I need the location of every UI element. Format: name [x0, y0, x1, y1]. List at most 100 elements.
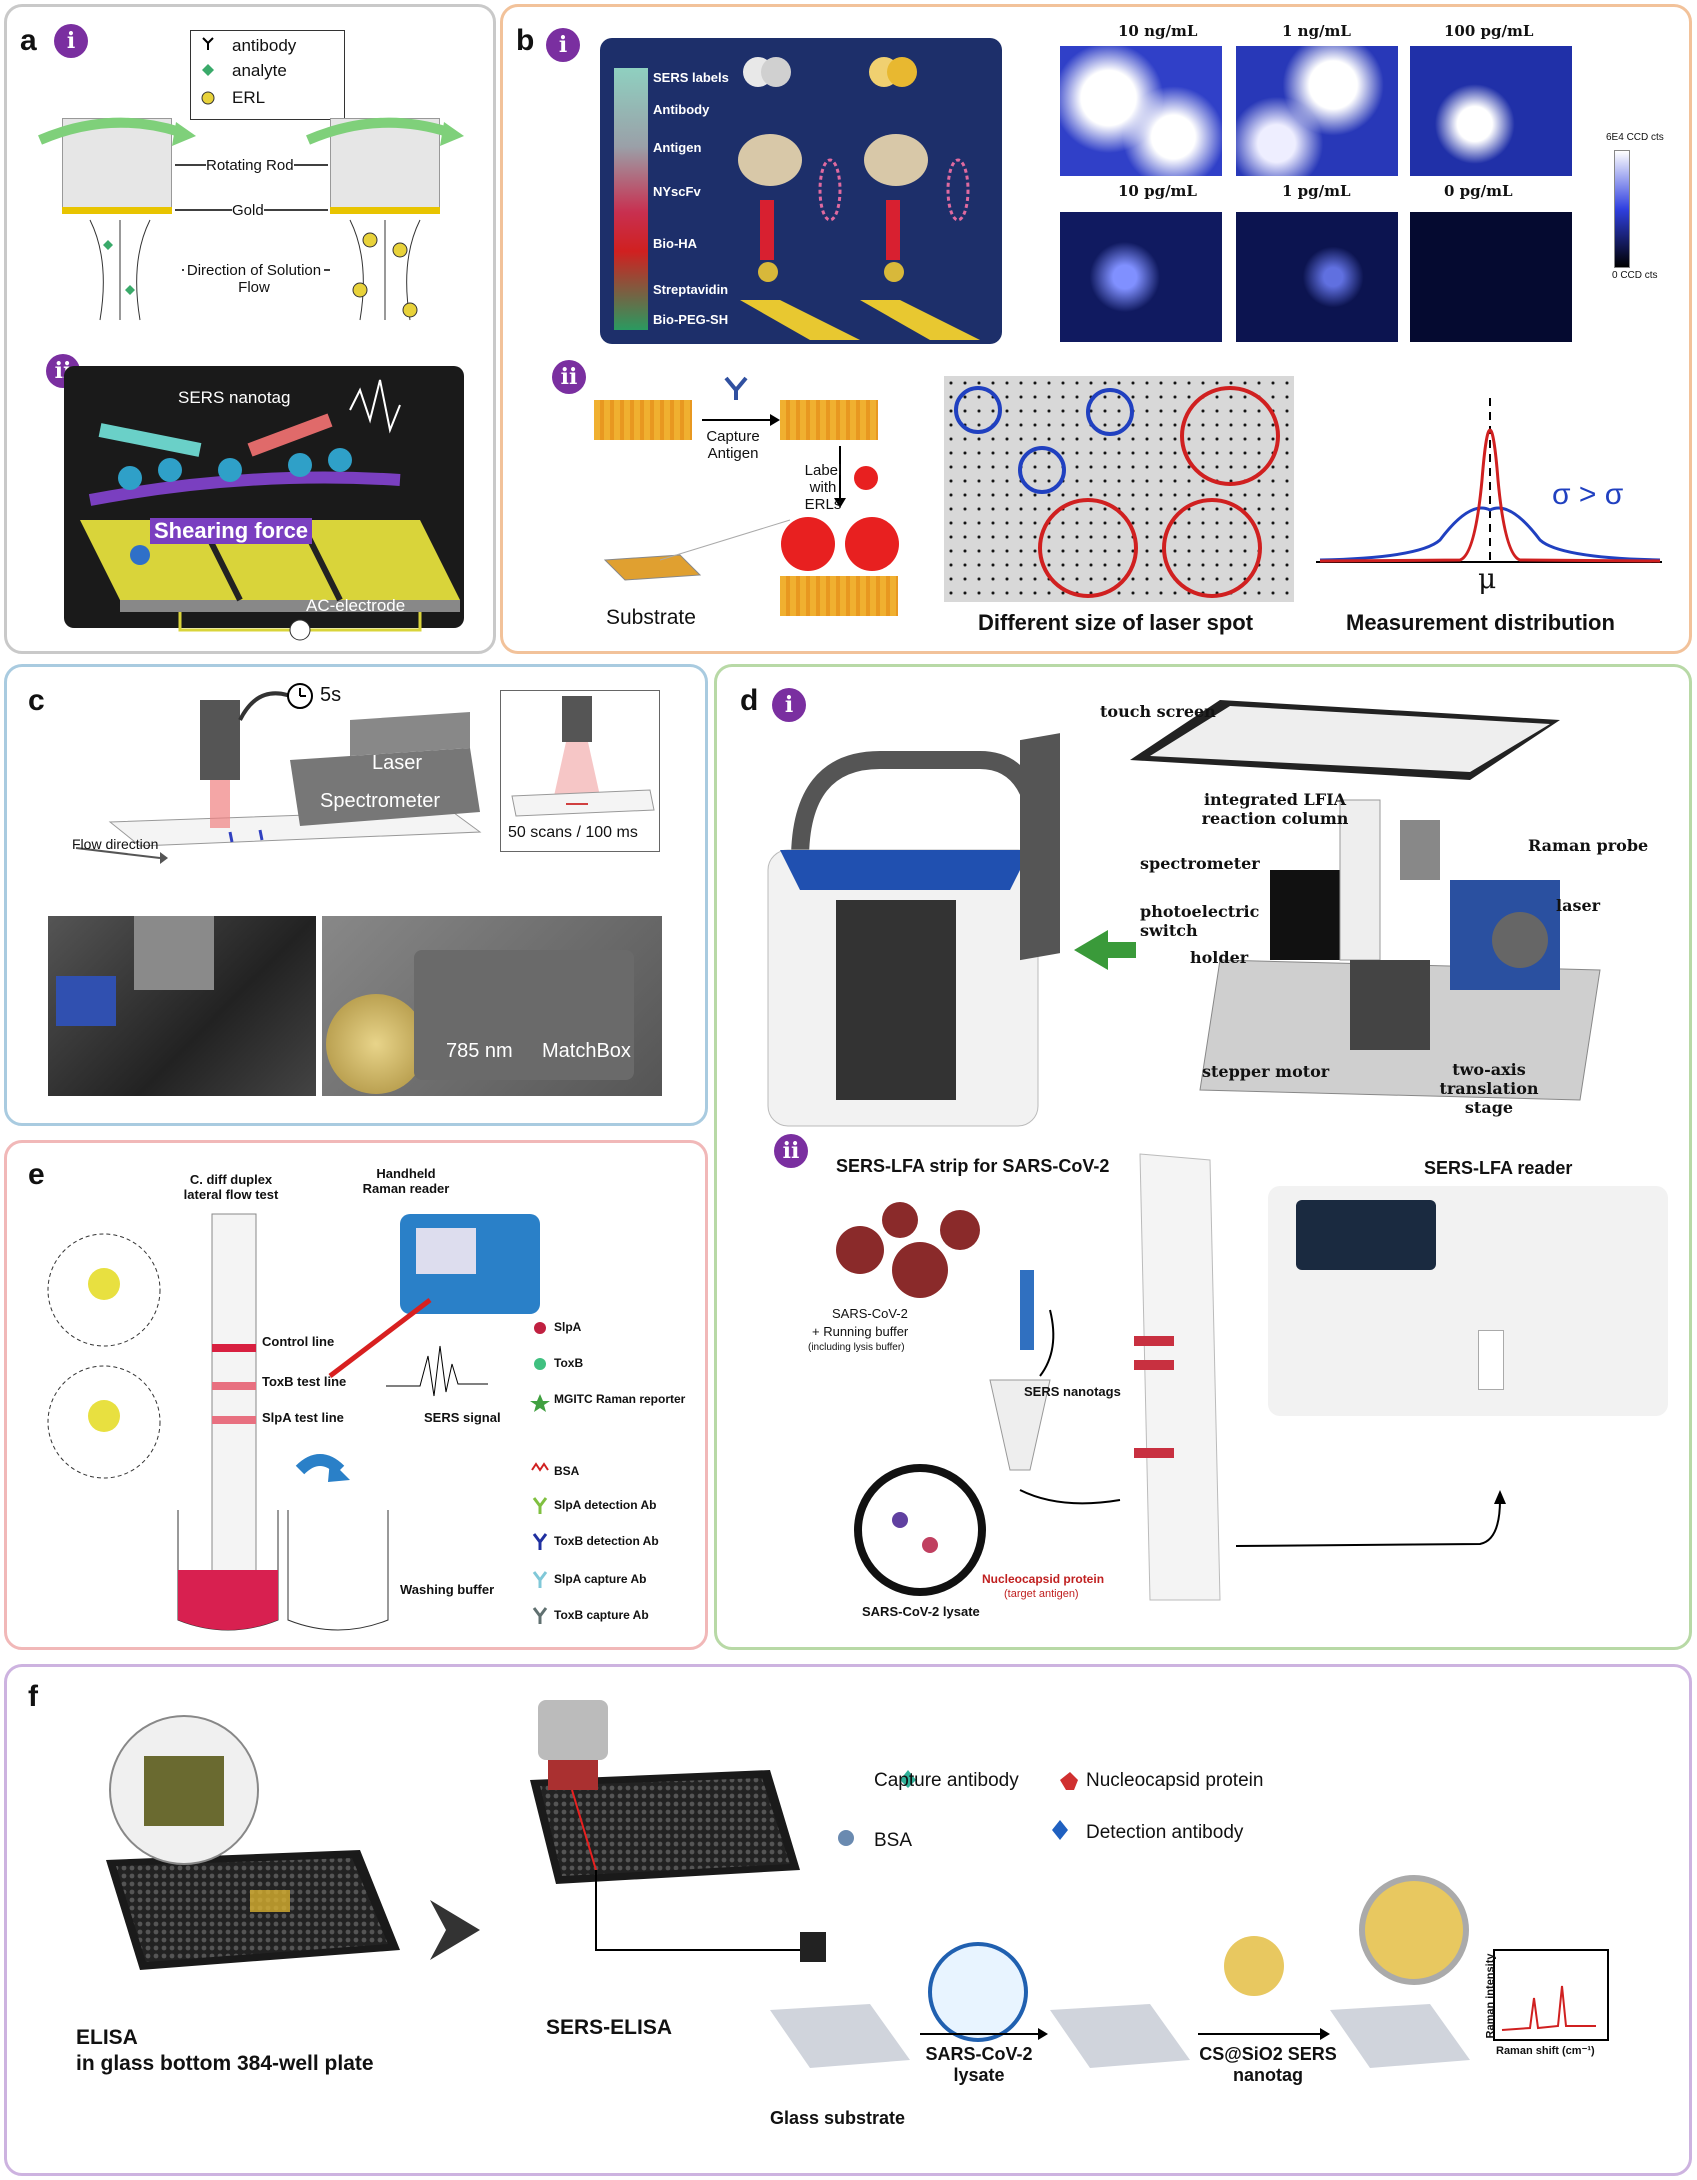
- flow-label: Direction of Solution Flow: [184, 262, 324, 296]
- legend-toxb: ToxB: [554, 1356, 583, 1370]
- plate-label: in glass bottom 384-well plate: [76, 2052, 374, 2076]
- assay-gradient-bar: [614, 68, 648, 330]
- slpa-line-label: SlpA test line: [262, 1410, 344, 1425]
- time-label: 5s: [320, 684, 341, 707]
- legend-slpa: SlpA: [554, 1320, 581, 1334]
- layer-antigen: Antigen: [653, 140, 701, 155]
- panel-label-a: a: [20, 24, 37, 58]
- gold-left: [62, 207, 172, 214]
- sars-cov-2-label: SARS-CoV-2: [832, 1306, 908, 1321]
- laser-box-label: Laser: [372, 752, 422, 775]
- lateral-flow-title: C. diff duplex lateral flow test: [176, 1172, 286, 1202]
- flow-direction-label: Flow direction: [72, 836, 158, 852]
- matchbox-label: MatchBox: [542, 1040, 631, 1063]
- legend-toxb-detection: ToxB detection Ab: [554, 1534, 659, 1548]
- shearing-force-label: Shearing force: [150, 518, 312, 544]
- target-antigen-label: (target antigen): [1004, 1588, 1079, 1600]
- lfa-reader-slot: [1478, 1330, 1504, 1390]
- holder-label: holder: [1190, 948, 1248, 967]
- legend-mgitc: MGITC Raman reporter: [554, 1392, 685, 1406]
- raman-map-10ng: [1060, 46, 1222, 176]
- layer-nyscfv: NYscFv: [653, 184, 701, 199]
- ac-electrode-label: AC-electrode: [306, 596, 405, 616]
- cs-sio2-nanotag-label: CS@SiO2 SERS nanotag: [1198, 2044, 1338, 2086]
- raman-map-0pg: [1410, 212, 1572, 342]
- legend-antibody: antibody: [232, 36, 296, 56]
- legend-capture-antibody: Capture antibody: [874, 1770, 1019, 1792]
- toxb-line-label: ToxB test line: [262, 1374, 346, 1389]
- layer-streptavidin: Streptavidin: [653, 282, 728, 297]
- label-erls-label: Label with ERLs: [790, 462, 856, 513]
- d-subpanel-i-badge: i: [772, 688, 806, 722]
- scale-bottom-label: 0 CCD cts: [1612, 270, 1658, 281]
- conc-100pg: 100 pg/mL: [1444, 22, 1533, 40]
- panel-label-d: d: [740, 684, 758, 718]
- raman-map-100pg: [1410, 46, 1572, 176]
- gold-label: Gold: [232, 202, 264, 219]
- sers-elisa-label: SERS-ELISA: [546, 2016, 672, 2040]
- raman-shift-label: Raman shift (cm⁻¹): [1496, 2044, 1595, 2057]
- panel-label-f: f: [28, 1680, 38, 1714]
- control-line-label: Control line: [262, 1334, 334, 1349]
- lfa-reader-title: SERS-LFA reader: [1424, 1158, 1572, 1179]
- raman-map-1ng: [1236, 46, 1398, 176]
- substrate-label: Substrate: [606, 606, 696, 630]
- legend-slpa-capture: SlpA capture Ab: [554, 1572, 646, 1586]
- lysis-buffer-label: (including lysis buffer): [808, 1342, 905, 1353]
- laser-label: laser: [1556, 896, 1600, 915]
- layer-antibody: Antibody: [653, 102, 709, 117]
- conc-10pg: 10 pg/mL: [1118, 182, 1197, 200]
- legend-nucleocapsid: Nucleocapsid protein: [1086, 1770, 1263, 1792]
- euro-coin: [326, 994, 426, 1094]
- color-scale-bar: [1614, 150, 1630, 268]
- distribution-caption: Measurement distribution: [1346, 610, 1615, 636]
- sers-nanotag-label: SERS nanotag: [178, 388, 290, 408]
- laser-spot-image: [944, 376, 1294, 602]
- conc-1pg: 1 pg/mL: [1282, 182, 1351, 200]
- spectrometer-box-label: Spectrometer: [320, 790, 440, 813]
- layer-bio-peg-sh: Bio-PEG-SH: [653, 312, 728, 327]
- conc-0pg: 0 pg/mL: [1444, 182, 1513, 200]
- running-buffer-label: + Running buffer: [812, 1324, 908, 1339]
- lfa-strip-title: SERS-LFA strip for SARS-CoV-2: [836, 1156, 1109, 1177]
- legend-bsa-f: BSA: [874, 1830, 912, 1852]
- handheld-reader-title: Handheld Raman reader: [356, 1166, 456, 1196]
- gold-right: [330, 207, 440, 214]
- elisa-label: ELISA: [76, 2026, 138, 2050]
- lfa-reader-screen: [1296, 1200, 1436, 1270]
- substrate-bar-3: [780, 576, 898, 616]
- translation-stage-label: two-axis translation stage: [1414, 1060, 1564, 1117]
- elisa-plate-illustration: [0, 0, 1, 1]
- glass-substrate-label: Glass substrate: [770, 2108, 905, 2129]
- mu-label: μ: [1478, 562, 1496, 595]
- scale-top-label: 6E4 CCD cts: [1606, 132, 1664, 143]
- conc-1ng: 1 ng/mL: [1282, 22, 1351, 40]
- sers-signal-label: SERS signal: [424, 1410, 501, 1425]
- b-subpanel-ii-badge: ii: [552, 360, 586, 394]
- raman-map-10pg: [1060, 212, 1222, 342]
- legend-erl: ERL: [232, 88, 265, 108]
- d-subpanel-ii-badge: ii: [774, 1134, 808, 1168]
- legend-detection-antibody: Detection antibody: [1086, 1822, 1243, 1844]
- wavelength-label: 785 nm: [446, 1040, 513, 1063]
- subpanel-i-badge: i: [54, 24, 88, 58]
- nucleocapsid-label: Nucleocapsid protein: [982, 1572, 1104, 1586]
- substrate-bar-1: [594, 400, 692, 440]
- washing-buffer-label: Washing buffer: [400, 1582, 494, 1597]
- raman-probe-label: Raman probe: [1528, 836, 1648, 855]
- legend-toxb-capture: ToxB capture Ab: [554, 1608, 649, 1622]
- raman-intensity-label: Raman intensity: [1484, 1954, 1496, 2039]
- sers-nanotags-label: SERS nanotags: [1024, 1384, 1121, 1399]
- panel-label-c: c: [28, 684, 45, 718]
- substrate-bar-2: [780, 400, 878, 440]
- lfia-column-label: integrated LFIA reaction column: [1190, 790, 1360, 828]
- legend-slpa-detection: SlpA detection Ab: [554, 1498, 656, 1512]
- stepper-motor-label: stepper motor: [1202, 1062, 1329, 1081]
- lysate-label: SARS-CoV-2 lysate: [862, 1604, 980, 1619]
- conc-10ng: 10 ng/mL: [1118, 22, 1197, 40]
- raman-map-1pg: [1236, 212, 1398, 342]
- capture-antigen-label: Capture Antigen: [700, 428, 766, 462]
- lysate-f-label: SARS-CoV-2 lysate: [924, 2044, 1034, 2086]
- rotating-rod-label: Rotating Rod: [206, 157, 294, 174]
- panel-label-b: b: [516, 24, 534, 58]
